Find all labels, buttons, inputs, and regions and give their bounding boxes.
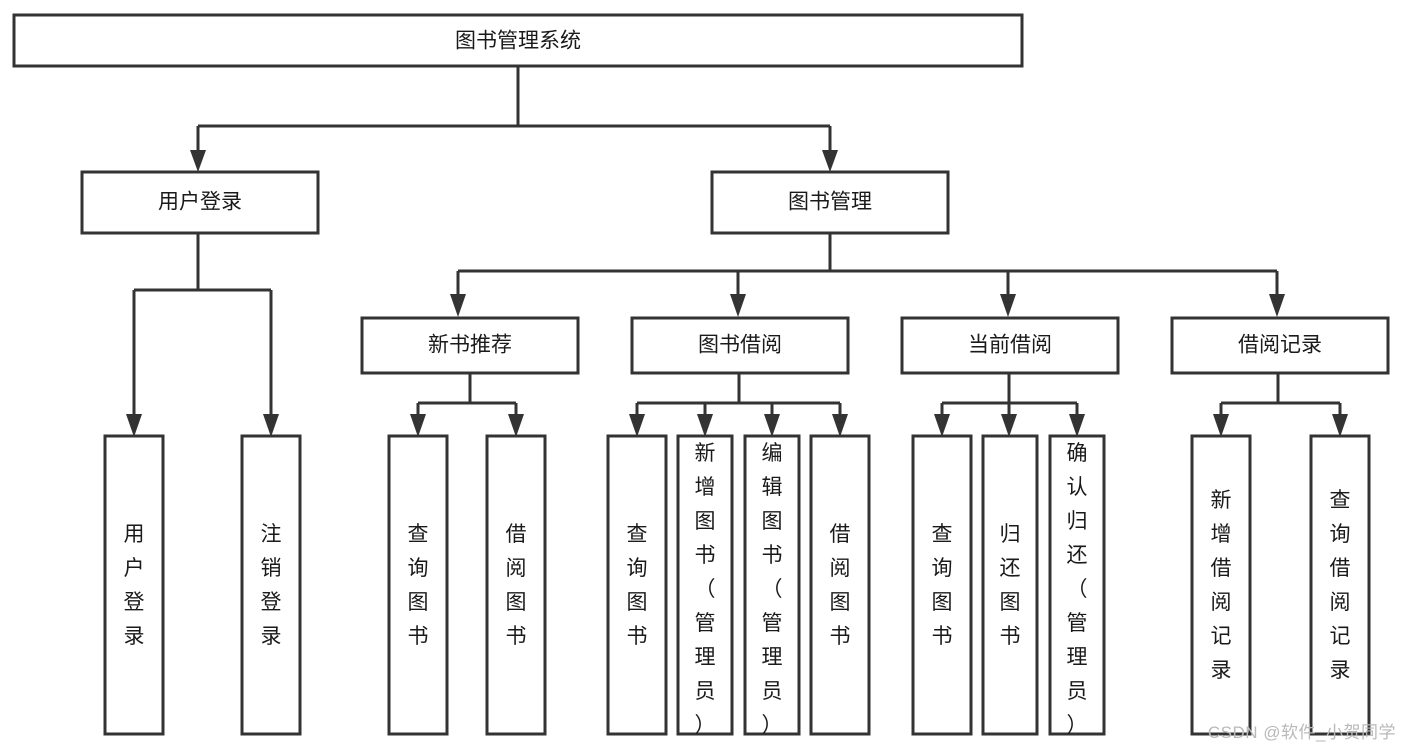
arrow-head-icon bbox=[1001, 414, 1017, 437]
node-user-login[interactable]: 用户登录 bbox=[80, 170, 320, 235]
arrow-head-icon bbox=[1213, 414, 1229, 437]
arrow-head-icon bbox=[822, 150, 838, 172]
arrow-head-icon bbox=[410, 414, 426, 437]
connector-new-book-to-leaves bbox=[410, 373, 524, 437]
leaf-label-vertical: 查询图书 bbox=[932, 523, 953, 648]
arrow-head-icon bbox=[190, 150, 206, 172]
node-root-label: 图书管理系统 bbox=[455, 30, 581, 53]
connector-root-to-level2 bbox=[190, 66, 838, 172]
leaf-node[interactable]: 借阅图书 bbox=[809, 434, 871, 736]
arrow-head-icon bbox=[1069, 414, 1085, 437]
leaf-label-vertical: 借阅图书 bbox=[506, 523, 527, 648]
node-current-borrow-label: 当前借阅 bbox=[968, 334, 1052, 357]
leaf-node[interactable]: 查询图书 bbox=[606, 434, 668, 736]
leaf-label-vertical: 用户登录 bbox=[124, 523, 145, 648]
node-user-login-label: 用户登录 bbox=[158, 191, 242, 214]
leaf-label-vertical: 新增借阅记录 bbox=[1211, 489, 1232, 682]
node-borrow-record[interactable]: 借阅记录 bbox=[1170, 316, 1390, 375]
node-book-management[interactable]: 图书管理 bbox=[710, 170, 950, 235]
leaf-node[interactable]: 新增借阅记录 bbox=[1190, 434, 1252, 736]
leaf-label-vertical: 注销登录 bbox=[261, 523, 282, 648]
leaf-node[interactable]: 查询借阅记录 bbox=[1309, 434, 1371, 736]
arrow-head-icon bbox=[1332, 414, 1348, 437]
connector-book-mgmt-to-level3 bbox=[450, 233, 1285, 317]
connector-user-login-to-leaves bbox=[126, 233, 279, 437]
leaf-node[interactable]: 查询图书 bbox=[911, 434, 973, 736]
leaf-label-vertical: 归还图书 bbox=[1000, 523, 1021, 648]
arrow-head-icon bbox=[508, 414, 524, 437]
leaf-label-vertical: 查询图书 bbox=[627, 523, 648, 648]
node-book-borrow[interactable]: 图书借阅 bbox=[630, 316, 850, 375]
arrow-head-icon bbox=[1269, 294, 1285, 317]
leaf-node[interactable]: 查询图书 bbox=[387, 434, 449, 736]
arrow-head-icon bbox=[730, 294, 746, 317]
node-root-system[interactable]: 图书管理系统 bbox=[12, 13, 1024, 68]
node-book-borrow-label: 图书借阅 bbox=[698, 334, 782, 357]
arrow-head-icon bbox=[126, 414, 142, 437]
leaf-node[interactable]: 编辑图书（管理员） bbox=[743, 434, 801, 737]
leaf-label-vertical: 借阅图书 bbox=[830, 523, 851, 648]
leaf-node[interactable]: 注销登录 bbox=[240, 434, 302, 736]
leaf-node[interactable]: 新增图书（管理员） bbox=[676, 434, 734, 737]
leaf-label-vertical: 编辑图书（管理员） bbox=[762, 442, 783, 737]
leaf-label-vertical: 查询图书 bbox=[408, 523, 429, 648]
arrow-head-icon bbox=[764, 414, 780, 437]
arrow-head-icon bbox=[263, 414, 279, 437]
node-new-book-recommend[interactable]: 新书推荐 bbox=[360, 316, 580, 375]
leaf-node[interactable]: 借阅图书 bbox=[485, 434, 547, 736]
leaf-node[interactable]: 用户登录 bbox=[103, 434, 165, 736]
node-book-management-label: 图书管理 bbox=[788, 191, 872, 214]
connector-book-borrow-to-leaves bbox=[629, 373, 848, 437]
node-current-borrow[interactable]: 当前借阅 bbox=[900, 316, 1120, 375]
arrow-head-icon bbox=[697, 414, 713, 437]
leaf-node[interactable]: 确认归还（管理员） bbox=[1048, 434, 1106, 737]
arrow-head-icon bbox=[629, 414, 645, 437]
leaf-label-vertical: 查询借阅记录 bbox=[1330, 489, 1351, 682]
leaf-label-vertical: 确认归还（管理员） bbox=[1067, 442, 1088, 737]
node-new-book-recommend-label: 新书推荐 bbox=[428, 334, 512, 357]
leaf-node[interactable]: 归还图书 bbox=[981, 434, 1039, 736]
connector-borrow-record-to-leaves bbox=[1213, 373, 1348, 437]
node-borrow-record-label: 借阅记录 bbox=[1238, 334, 1322, 357]
connector-current-borrow-to-leaves bbox=[934, 373, 1085, 437]
arrow-head-icon bbox=[832, 414, 848, 437]
arrow-head-icon bbox=[450, 294, 466, 317]
arrow-head-icon bbox=[934, 414, 950, 437]
arrow-head-icon bbox=[1000, 294, 1016, 317]
leaf-label-vertical: 新增图书（管理员） bbox=[695, 442, 716, 737]
